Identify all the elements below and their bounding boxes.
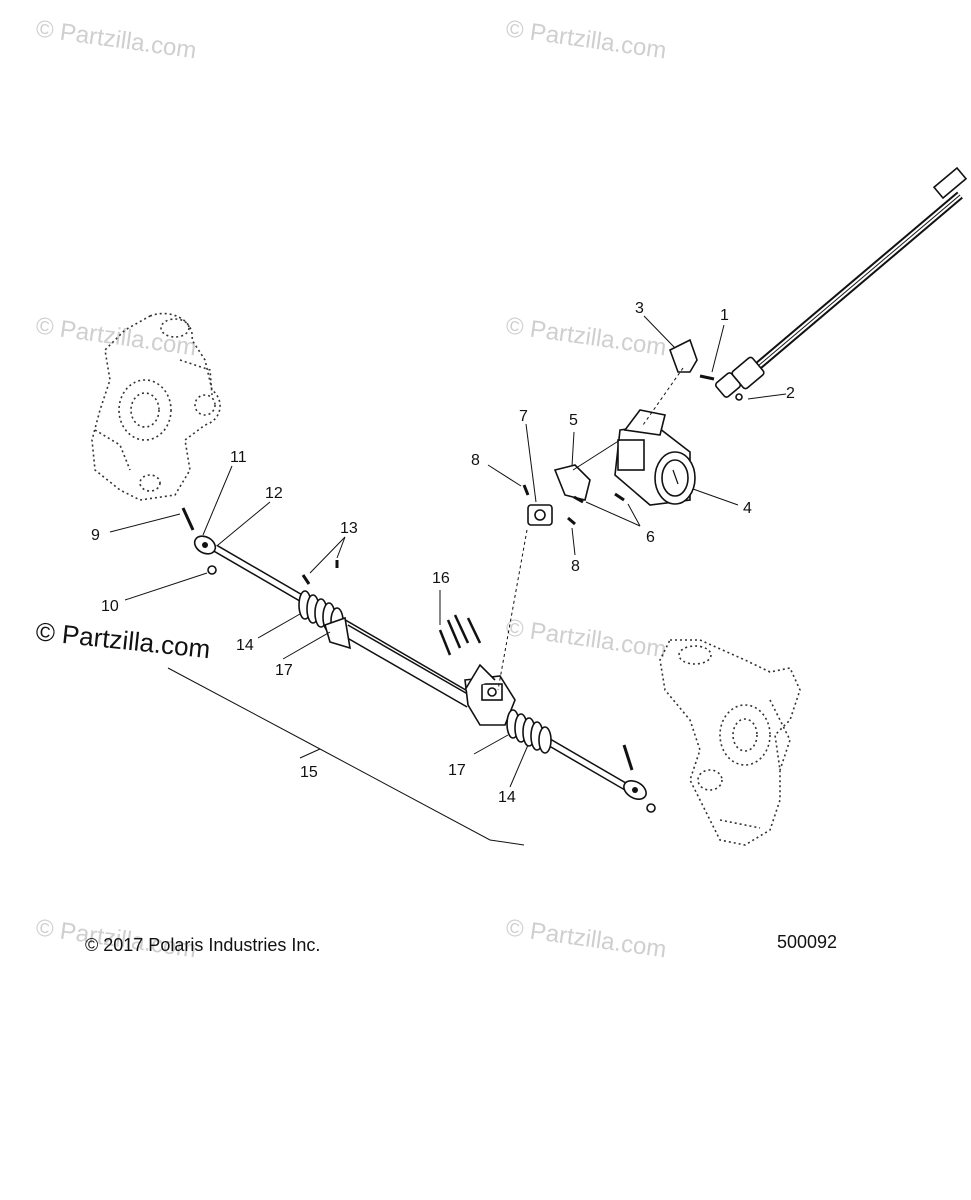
callout-14: 14 (236, 637, 254, 654)
steering-shaft (714, 166, 968, 398)
callout-7: 7 (519, 408, 528, 425)
alignment-line (497, 529, 528, 691)
callout-15: 15 (300, 764, 318, 781)
callout-10: 10 (101, 598, 119, 615)
watermark: © Partzilla.com (504, 15, 668, 64)
callout-14: 14 (498, 789, 516, 806)
callout-17: 17 (275, 662, 293, 679)
callout-3: 3 (635, 300, 644, 317)
watermark: © Partzilla.com (34, 15, 198, 64)
steering-rack (193, 535, 647, 800)
callout-6: 6 (646, 529, 655, 546)
copyright-text: © 2017 Polaris Industries Inc. (85, 935, 320, 955)
u-joint (527, 504, 553, 526)
callout-4: 4 (743, 500, 752, 517)
watermark: © Partzilla.com (504, 614, 668, 663)
callout-8: 8 (571, 558, 580, 575)
callout-1: 1 (720, 307, 729, 324)
callout-16: 16 (432, 570, 450, 587)
watermark: © Partzilla.com (504, 312, 668, 361)
callout-13: 13 (340, 520, 358, 537)
right-steering-knuckle (659, 639, 801, 846)
callouts: 1 2 3 4 5 6 7 8 8 9 10 11 12 13 14 14 15… (91, 300, 795, 806)
diagram-number: 500092 (777, 932, 837, 952)
shaft-clamp (669, 338, 698, 373)
eps-unit (614, 409, 696, 506)
watermark: © Partzilla.com (34, 312, 198, 361)
callout-12: 12 (265, 485, 283, 502)
callout-17: 17 (448, 762, 466, 779)
leader-lines (109, 315, 787, 788)
assembly-bracket (167, 667, 525, 846)
bracket (553, 464, 591, 501)
callout-8: 8 (471, 452, 480, 469)
watermark-prominent: © Partzilla.com (34, 616, 211, 664)
callout-5: 5 (569, 412, 578, 429)
pinion-housing (464, 663, 516, 726)
callout-2: 2 (786, 385, 795, 402)
watermark: © Partzilla.com (504, 914, 668, 963)
right-boot (506, 709, 552, 754)
callout-9: 9 (91, 527, 100, 544)
left-steering-knuckle (91, 312, 221, 501)
fasteners (181, 374, 743, 813)
callout-11: 11 (230, 449, 247, 466)
